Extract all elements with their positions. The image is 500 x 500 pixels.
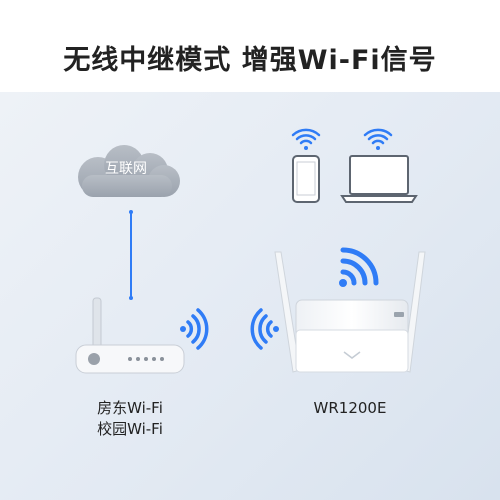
main-router-label: 房东Wi-Fi 校园Wi-Fi (60, 398, 200, 440)
main-router-label-line1: 房东Wi-Fi (97, 399, 163, 417)
title-part1: 无线中继模式 增强 (63, 45, 298, 76)
internet-connection-line (129, 210, 133, 300)
main-router-label-line2: 校园Wi-Fi (97, 420, 163, 438)
page-title: 无线中继模式 增强Wi-Fi信号 (0, 38, 500, 77)
cloud-icon (78, 145, 180, 197)
cloud-label: 互联网 (105, 161, 147, 177)
title-part3: 信号 (380, 45, 437, 76)
title-part2: Wi-Fi (297, 45, 381, 76)
extender-label: WR1200E (313, 399, 387, 417)
